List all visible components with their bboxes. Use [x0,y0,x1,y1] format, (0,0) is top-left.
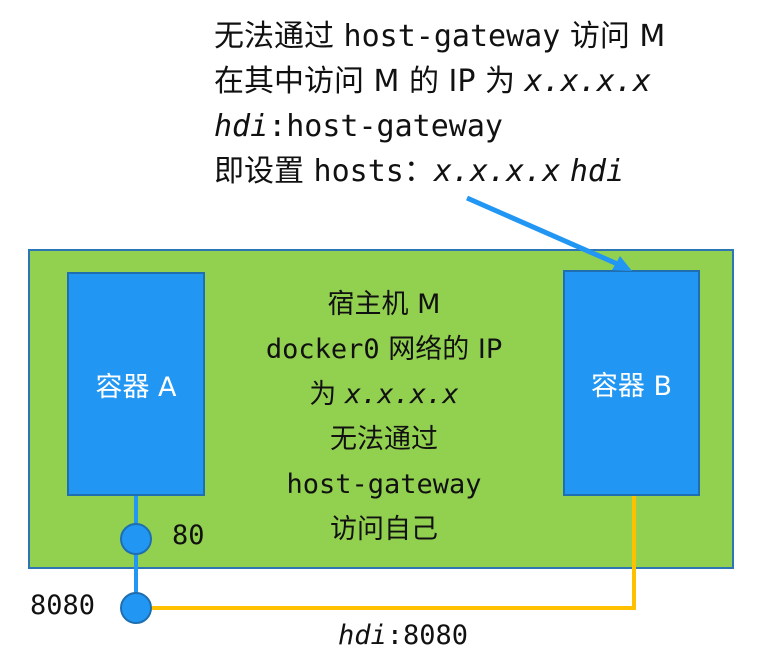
note-hostname: hdi [569,154,625,189]
note-code: host-gateway [343,19,561,54]
host-description: 宿主机 M docker0 网络的 IP 为 x.x.x.x 无法通过 host… [205,282,563,552]
host-line-2: docker0 网络的 IP [205,327,563,372]
link-hostname: hdi [338,620,387,651]
port-80-label: 80 [172,520,205,551]
port-8080-node [120,592,152,624]
note-text: 无法通过 [214,19,334,54]
annotation-note: 无法通过 host-gateway 访问 M 在其中访问 M 的 IP 为 x.… [214,14,665,194]
host-line-3: 为 x.x.x.x [205,372,563,417]
note-ip: x.x.x.x [433,154,561,189]
note-code: :host-gateway [268,109,503,144]
container-b-label: 容器 B [590,370,673,402]
host-code: host-gateway [286,469,482,500]
host-text: 无法通过 [330,424,438,455]
note-hostname: hdi [214,109,269,144]
container-a-label: 容器 A [95,371,177,403]
port-80-node [120,523,152,555]
note-line-2: 在其中访问 M 的 IP 为 x.x.x.x [214,59,665,104]
note-text: 在其中访问 M 的 IP 为 [214,64,515,99]
host-text: 为 [309,379,337,410]
pointer-arrow-head [612,256,632,271]
host-code: docker0 [265,334,380,365]
hdi-link-line [136,496,636,610]
note-line-3: hdi:host-gateway [214,104,665,149]
link-label: hdi:8080 [338,620,468,651]
pointer-arrow-line [465,195,624,269]
host-ip: x.x.x.x [344,379,459,410]
container-b: 容器 B [563,270,700,496]
link-port: :8080 [386,620,469,651]
port-8080-label: 8080 [30,590,96,621]
note-line-4: 即设置 hosts：x.x.x.x hdi [214,149,665,194]
note-code: hosts： [313,154,434,189]
note-text: 访问 M [569,19,666,54]
note-text: 即设置 [214,154,304,189]
container-a: 容器 A [67,272,205,496]
note-line-1: 无法通过 host-gateway 访问 M [214,14,665,59]
note-ip: x.x.x.x [524,64,651,99]
host-text: 网络的 IP [388,334,503,365]
host-text: 访问自己 [330,514,438,545]
host-title: 宿主机 M [327,289,441,320]
